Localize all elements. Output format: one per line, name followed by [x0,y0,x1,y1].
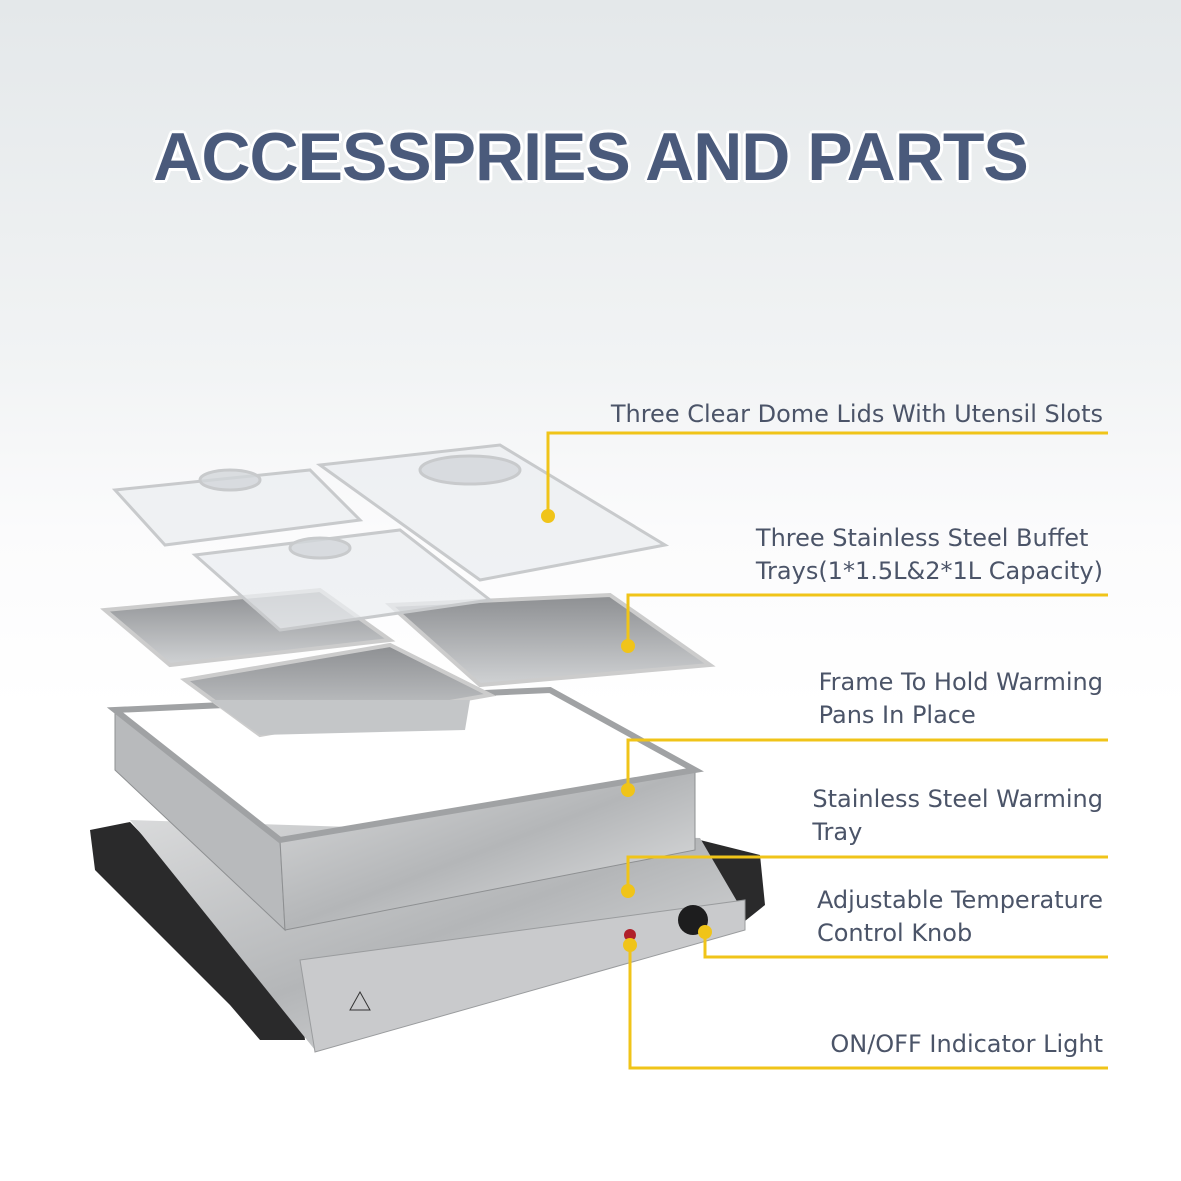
callout-text: Three Clear Dome Lids With Utensil Slots [610,400,1103,428]
leader-lines [546,431,1108,1070]
callout-text: ON/OFF Indicator Light [830,1030,1103,1058]
callout-text: Adjustable Temperature [816,886,1103,914]
callout-text: Trays(1*1.5L&2*1L Capacity) [755,557,1103,585]
indicator-light-icon [624,929,636,941]
dome-lids [111,443,670,632]
callout-dots [541,509,712,952]
callout-light: ON/OFF Indicator Light [830,1028,1103,1061]
caution-hot-icon [349,990,371,1011]
callout-text: Stainless Steel Warming [812,785,1103,813]
callout-lids: Three Clear Dome Lids With Utensil Slots [611,398,1103,431]
callout-text: Three Stainless Steel Buffet [755,524,1089,552]
buffet-trays [100,587,716,738]
callout-text: Control Knob [816,919,973,947]
callout-text: Frame To Hold Warming [818,668,1103,696]
callout-text: Pans In Place [818,701,976,729]
page-title: ACCESSPRIES AND PARTS [153,119,1028,195]
callout-text: Tray [812,818,863,846]
